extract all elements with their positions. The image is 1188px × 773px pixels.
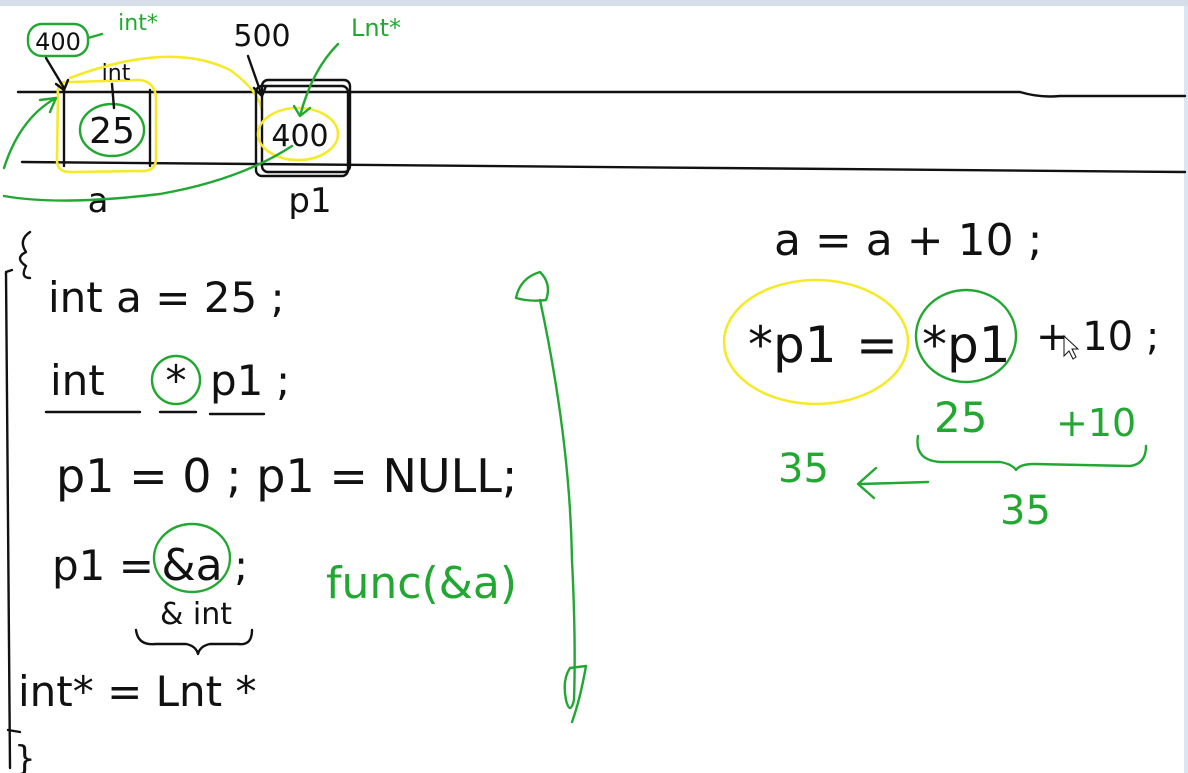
result-left: 35 bbox=[778, 446, 829, 492]
close-brace: } bbox=[14, 739, 36, 773]
cell-p1-box bbox=[254, 84, 350, 178]
code-line-4-lhs: p1 = bbox=[52, 541, 154, 590]
int-annotation-arc bbox=[68, 55, 264, 112]
value-p1: 400 bbox=[271, 119, 328, 154]
expr-2-lhs: *p1 bbox=[748, 316, 837, 374]
code-line-2-type: int bbox=[50, 356, 105, 405]
addr-a-arrow bbox=[44, 56, 70, 92]
note-brace bbox=[134, 628, 254, 656]
addr-p1: 500 bbox=[233, 19, 290, 54]
expr-2-tail: + 10 ; bbox=[1036, 314, 1159, 360]
code-line-2-star: * bbox=[166, 356, 187, 405]
addr-a: 400 bbox=[35, 28, 81, 56]
code-line-3: p1 = 0 ; p1 = NULL; bbox=[56, 449, 517, 503]
memory-top-line bbox=[16, 90, 1187, 98]
addr-a-dash bbox=[86, 32, 104, 40]
green-bracket bbox=[538, 298, 588, 724]
value-a-circle bbox=[78, 102, 146, 158]
mouse-pointer-icon bbox=[1063, 334, 1080, 360]
addr-p1-arrow bbox=[246, 54, 268, 98]
addr-a-box bbox=[26, 22, 90, 58]
type-p1-arrow bbox=[292, 42, 340, 118]
pointer-arrow-to-a bbox=[2, 96, 58, 170]
expr-1: a = a + 10 ; bbox=[774, 215, 1042, 266]
value-p1-circle bbox=[256, 106, 340, 162]
window-right-edge bbox=[1184, 6, 1188, 773]
type-p1-ptr: Lnt* bbox=[351, 14, 401, 42]
code-block-bracket bbox=[4, 268, 22, 770]
lhs-yellow-circle bbox=[722, 278, 910, 406]
code-line-4-addr: &a bbox=[161, 540, 222, 591]
rhs-green-circle bbox=[914, 288, 1018, 384]
sum-b: +10 bbox=[1056, 401, 1136, 445]
open-brace-mark bbox=[18, 230, 32, 280]
bracket-top-curl bbox=[514, 270, 550, 302]
label-p1: p1 bbox=[288, 181, 331, 221]
memory-bottom-line bbox=[20, 160, 1187, 174]
sum-result: 35 bbox=[1000, 488, 1051, 534]
address-of-circle bbox=[152, 522, 232, 594]
code-line-4-semi: ; bbox=[234, 541, 248, 590]
window-top-bar bbox=[0, 0, 1188, 6]
type-a-ptr: int* bbox=[118, 11, 158, 36]
expr-2-rhs: *p1 bbox=[922, 316, 1011, 374]
code-line-1: int a = 25 ; bbox=[48, 273, 285, 322]
cell-a-highlight bbox=[55, 78, 158, 174]
label-a: a bbox=[88, 181, 109, 221]
sum-brace bbox=[916, 434, 1148, 472]
pointer-arc-lower bbox=[2, 144, 294, 202]
expr-2-eq: = bbox=[856, 316, 898, 374]
func-call: func(&a) bbox=[326, 558, 517, 609]
code-line-4-note: & int bbox=[160, 597, 232, 632]
cell-p1-box-outer bbox=[260, 78, 352, 174]
type-a-pointer bbox=[110, 82, 116, 110]
sum-a: 25 bbox=[934, 393, 987, 442]
star-circle bbox=[150, 354, 202, 406]
result-arrow bbox=[856, 466, 930, 500]
value-a: 25 bbox=[89, 111, 135, 152]
code-line-2-name: p1 bbox=[210, 356, 263, 405]
type-a: int bbox=[102, 61, 131, 86]
code-line-5: int* = Lnt * bbox=[18, 667, 257, 716]
code-line-2-semi: ; bbox=[276, 356, 290, 405]
cell-a-walls bbox=[62, 88, 152, 168]
